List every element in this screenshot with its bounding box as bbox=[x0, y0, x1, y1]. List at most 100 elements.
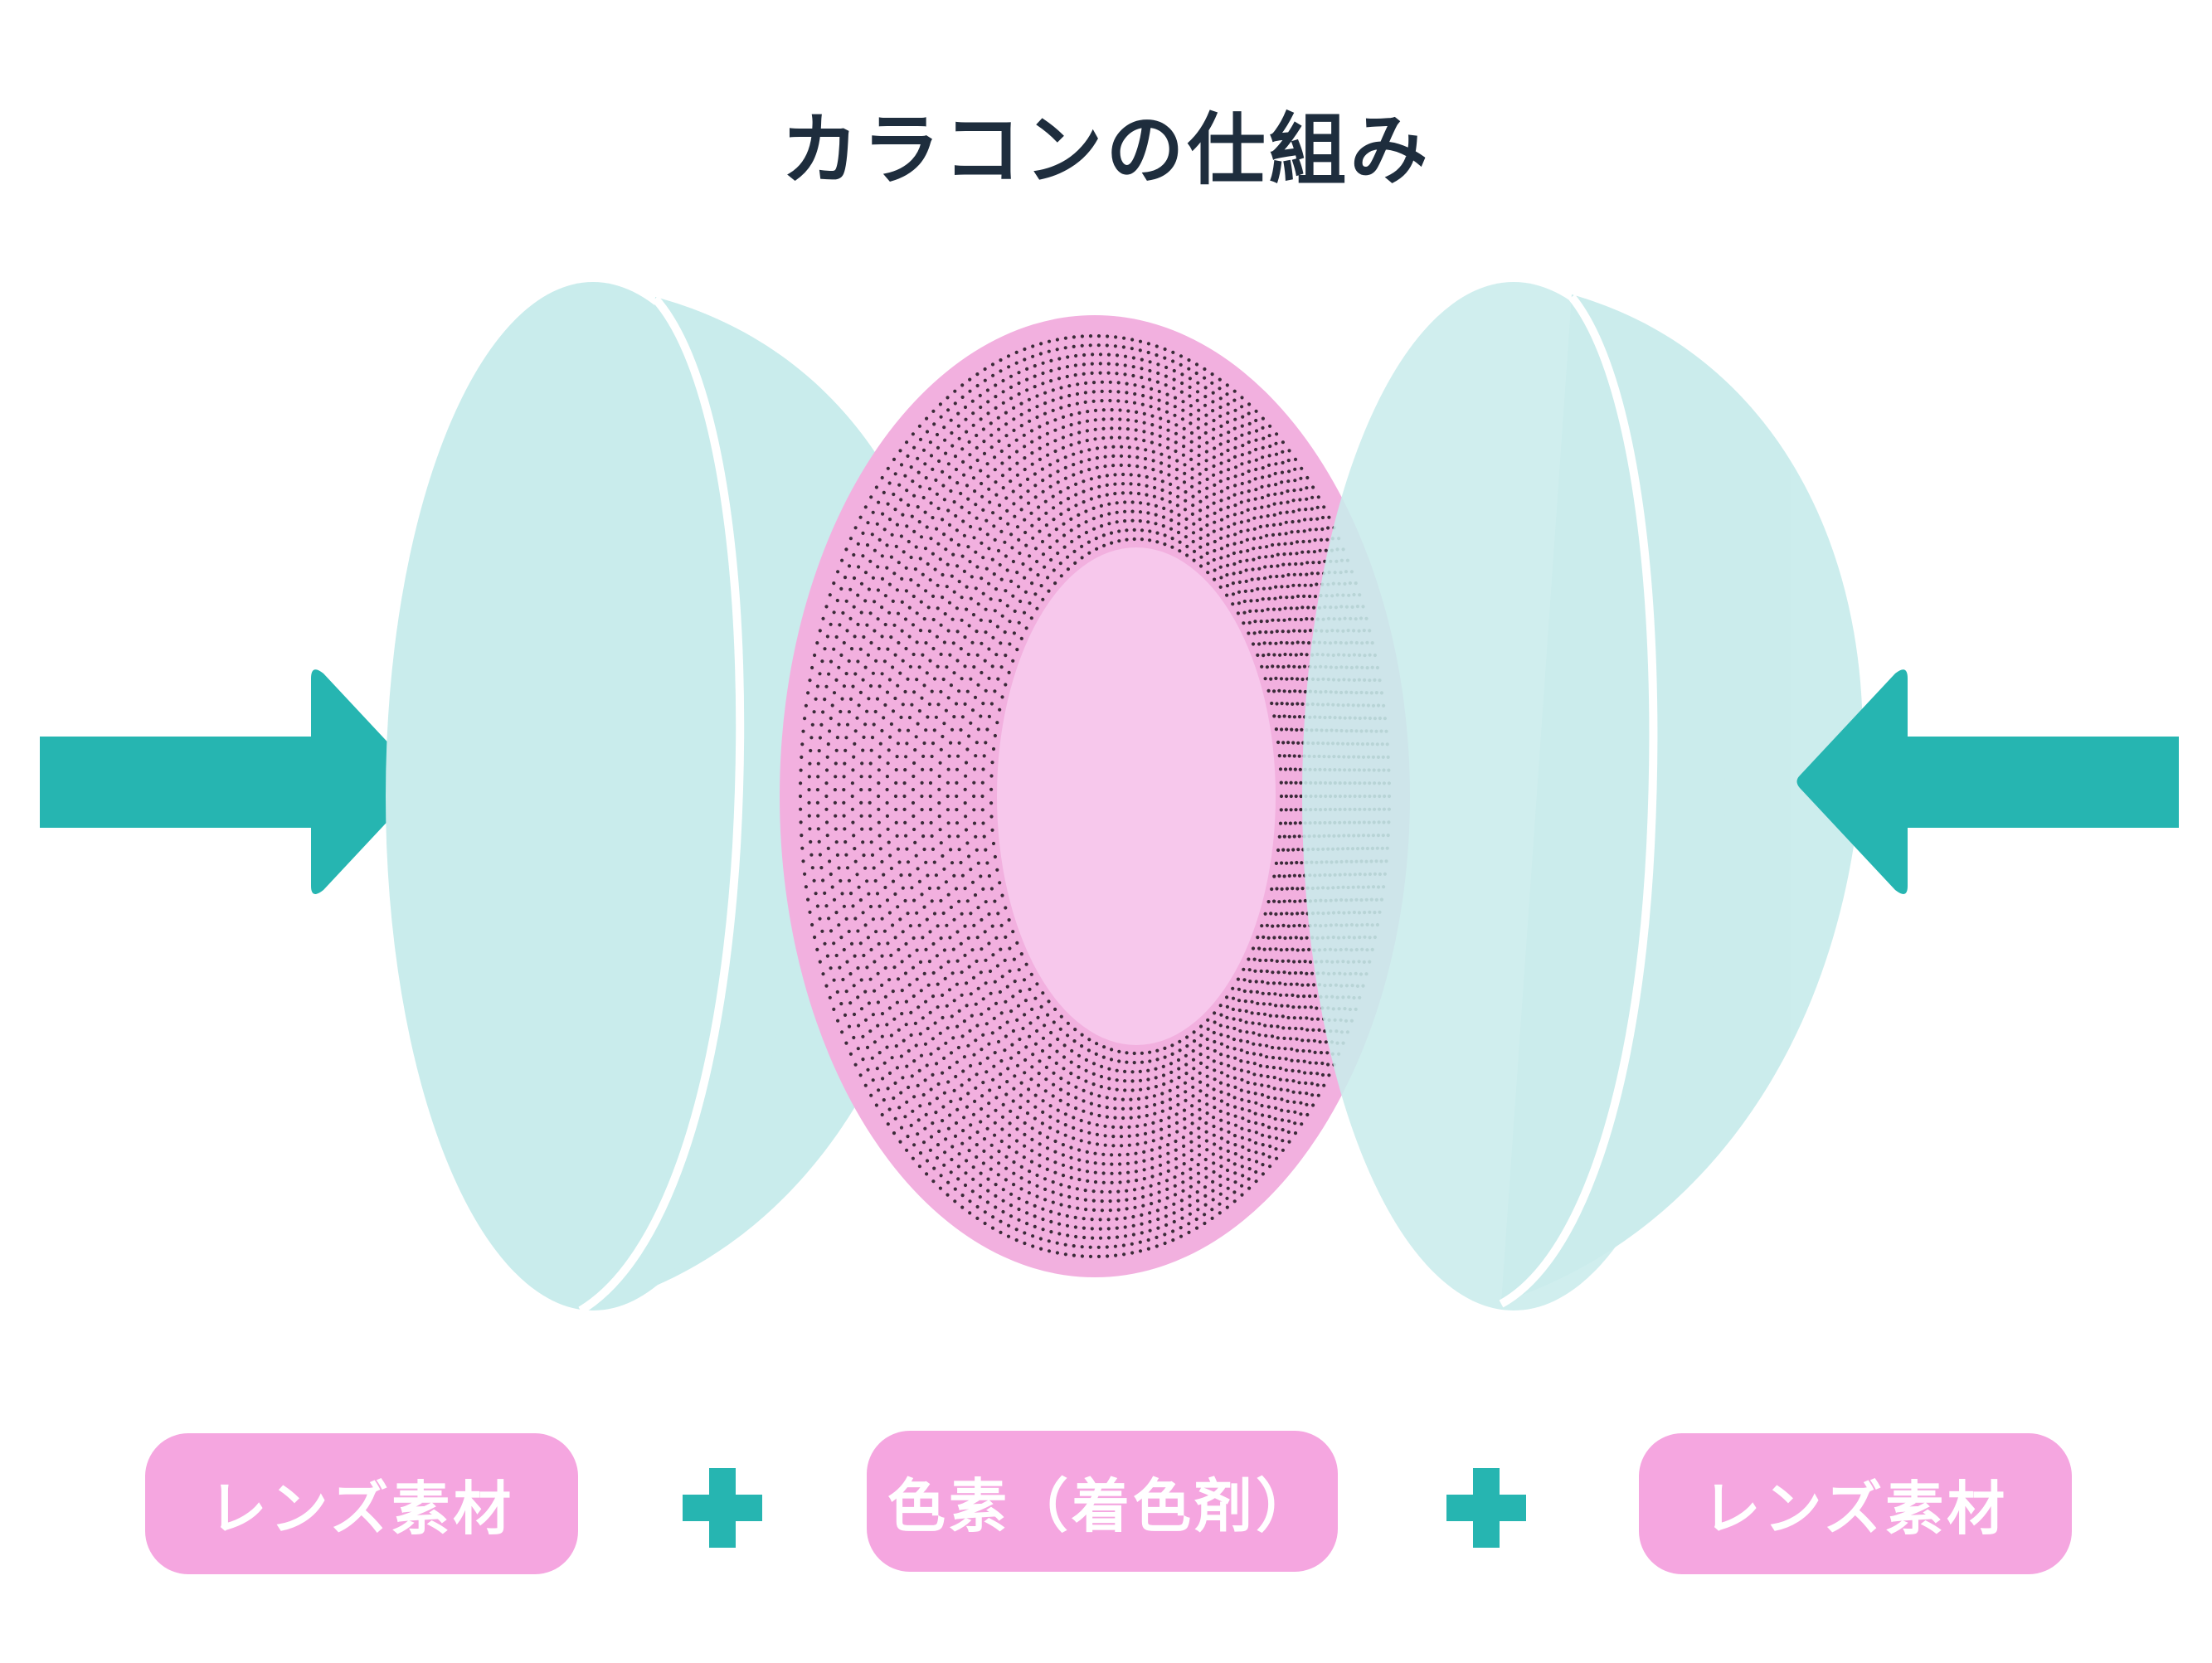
pigment-dot bbox=[875, 697, 880, 701]
pigment-dot bbox=[880, 728, 884, 733]
pigment-dot bbox=[922, 971, 926, 975]
pigment-dot bbox=[852, 755, 856, 759]
pigment-dot bbox=[1233, 1105, 1237, 1109]
pigment-dot bbox=[867, 587, 871, 591]
pigment-dot bbox=[993, 537, 997, 542]
pigment-dot bbox=[1253, 1111, 1257, 1116]
pigment-dot bbox=[946, 396, 950, 400]
pigment-dot bbox=[902, 781, 907, 785]
pigment-dot bbox=[983, 659, 987, 663]
pigment-dot bbox=[1027, 1180, 1032, 1184]
pigment-dot bbox=[949, 683, 953, 688]
pigment-dot bbox=[1027, 408, 1032, 412]
pigment-dot bbox=[1129, 482, 1133, 486]
pigment-dot bbox=[931, 516, 935, 520]
pigment-dot bbox=[1240, 481, 1244, 486]
pigment-dot bbox=[1154, 1085, 1158, 1089]
pigment-dot bbox=[834, 761, 838, 766]
pigment-dot bbox=[830, 703, 834, 708]
pigment-dot bbox=[1268, 1165, 1272, 1169]
pigment-dot bbox=[905, 742, 909, 746]
pigment-dot bbox=[1079, 450, 1083, 454]
pigment-dot bbox=[1017, 381, 1021, 386]
pigment-dot bbox=[1108, 389, 1112, 393]
pigment-dot bbox=[1108, 1189, 1112, 1194]
pigment-dot bbox=[975, 516, 979, 520]
pigment-dot bbox=[1288, 767, 1292, 771]
pigment-dot bbox=[980, 494, 984, 498]
pigment-dot bbox=[1226, 440, 1230, 444]
pigment-dot bbox=[1084, 381, 1088, 385]
pigment-dot bbox=[932, 860, 936, 864]
pigment-dot bbox=[1172, 1202, 1176, 1206]
pigment-dot bbox=[969, 868, 973, 872]
pigment-dot bbox=[1265, 533, 1269, 537]
pigment-dot bbox=[1274, 483, 1278, 487]
pigment-dot bbox=[1084, 530, 1088, 535]
pigment-dot bbox=[1063, 1123, 1067, 1127]
pigment-dot bbox=[1239, 540, 1243, 544]
pigment-dot bbox=[1205, 514, 1209, 518]
pigment-dot bbox=[1260, 1103, 1264, 1108]
pigment-dot bbox=[936, 606, 940, 610]
pigment-dot bbox=[1198, 1071, 1202, 1075]
pigment-dot bbox=[1087, 458, 1091, 462]
pigment-dot bbox=[941, 572, 945, 577]
pigment-dot bbox=[1155, 1244, 1159, 1248]
pigment-dot bbox=[999, 665, 1004, 669]
pigment-dot bbox=[914, 1043, 918, 1048]
pigment-dot bbox=[1203, 367, 1207, 372]
pigment-dot bbox=[1033, 495, 1038, 499]
pigment-dot bbox=[960, 447, 965, 451]
pigment-dot bbox=[1310, 1082, 1314, 1086]
right-lens-edge bbox=[1499, 294, 1658, 1308]
pigment-dot bbox=[1280, 1004, 1284, 1008]
pigment-dot bbox=[1176, 486, 1180, 490]
pigment-dot bbox=[939, 898, 943, 903]
pigment-dot bbox=[1290, 1058, 1294, 1062]
pigment-dot bbox=[1085, 429, 1089, 433]
pigment-dot bbox=[1247, 440, 1251, 445]
pigment-dot bbox=[848, 616, 853, 621]
pigment-dot bbox=[1013, 514, 1017, 518]
pigment-dot bbox=[823, 891, 827, 895]
pigment-dot bbox=[1297, 1081, 1301, 1085]
pigment-dot bbox=[1107, 1087, 1111, 1091]
pigment-dot bbox=[909, 555, 913, 560]
pigment-dot bbox=[1118, 426, 1122, 430]
pigment-dot bbox=[964, 774, 968, 778]
pigment-dot bbox=[946, 562, 950, 566]
pigment-dot bbox=[1148, 1059, 1152, 1063]
pigment-dot bbox=[1130, 1070, 1135, 1074]
pigment-dot bbox=[985, 1200, 989, 1204]
pigment-dot bbox=[1275, 1156, 1279, 1160]
pigment-dot bbox=[956, 1165, 960, 1169]
pigment-dot bbox=[950, 617, 955, 621]
pigment-dot bbox=[955, 982, 959, 986]
pigment-dot bbox=[1126, 1170, 1130, 1174]
pigment-dot bbox=[1063, 455, 1067, 460]
pigment-dot bbox=[1212, 492, 1216, 496]
pigment-dot bbox=[925, 671, 929, 675]
pigment-dot bbox=[861, 554, 865, 558]
pigment-dot bbox=[1264, 1033, 1268, 1038]
pigment-dot bbox=[931, 1037, 935, 1041]
pigment-dot bbox=[1028, 554, 1032, 558]
pigment-dot bbox=[883, 622, 887, 627]
pigment-dot bbox=[1295, 1037, 1299, 1041]
pigment-dot bbox=[997, 1161, 1001, 1165]
pigment-dot bbox=[1274, 1147, 1278, 1151]
pigment-dot bbox=[1019, 401, 1023, 406]
pigment-dot bbox=[1122, 1252, 1126, 1257]
pigment-dot bbox=[911, 787, 916, 792]
pigment-dot bbox=[1165, 401, 1169, 406]
pigment-dot bbox=[919, 600, 923, 604]
pigment-dot bbox=[1012, 1171, 1016, 1175]
pigment-dot bbox=[1210, 1208, 1214, 1212]
pigment-dot bbox=[907, 716, 912, 720]
pigment-dot bbox=[1190, 1121, 1194, 1126]
pigment-dot bbox=[1107, 1077, 1111, 1081]
pigment-dot bbox=[895, 755, 899, 759]
pigment-dot bbox=[904, 1023, 908, 1027]
pigment-dot bbox=[1231, 592, 1236, 596]
